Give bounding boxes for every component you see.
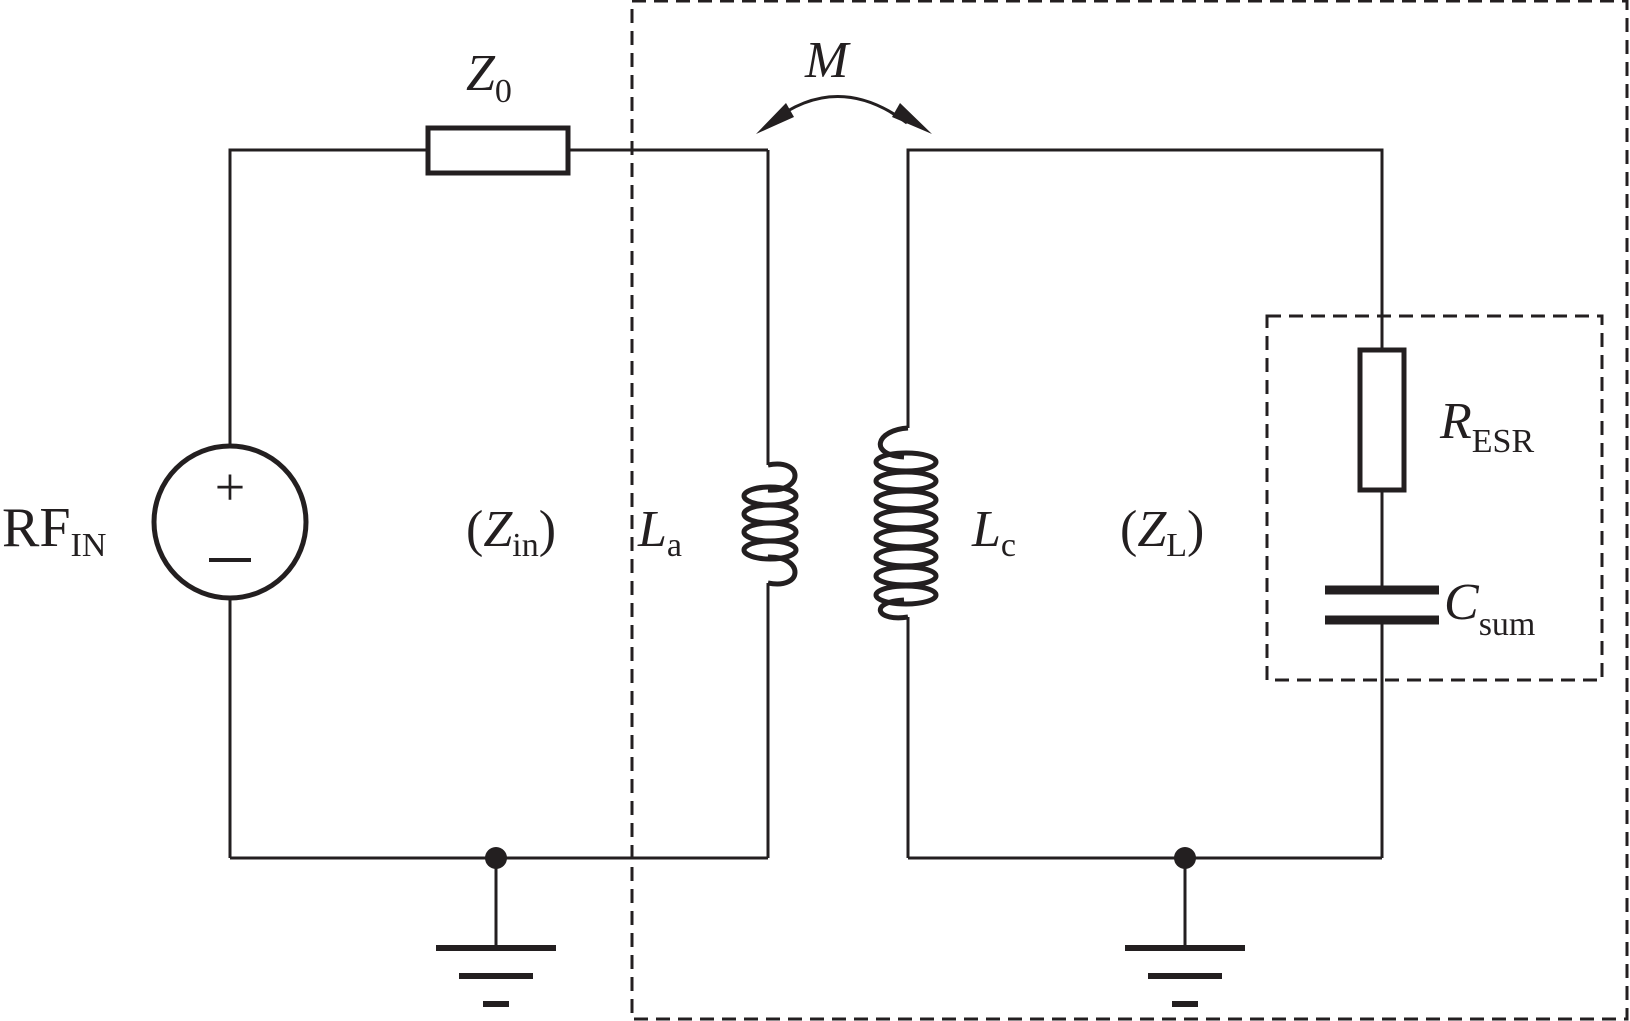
outer-dashed-box <box>630 0 1629 1021</box>
source-plus-label: + <box>215 457 245 517</box>
rf-source <box>151 443 309 601</box>
lc-label: Lc <box>971 501 1016 564</box>
primary-wire-top <box>228 148 428 445</box>
lc-coil <box>873 425 939 621</box>
csum-capacitor <box>1325 585 1439 625</box>
mutual-arrow-right-icon <box>892 103 932 134</box>
load-dashed-box <box>1265 314 1604 682</box>
zl-label: (ZL) <box>1120 501 1204 564</box>
source-label: RFIN <box>2 497 106 564</box>
la-label: La <box>637 501 682 564</box>
z0-label: Z0 <box>466 45 512 110</box>
secondary-wire-left-top <box>906 148 1384 428</box>
mutual-coupling-arc <box>769 95 908 125</box>
resr-label: RESR <box>1439 393 1534 460</box>
resr-resistor <box>1357 347 1407 493</box>
mutual-label: M <box>804 32 851 89</box>
csum-label: Csum <box>1444 574 1535 643</box>
zin-label: (Zin) <box>466 501 556 564</box>
la-coil <box>741 461 799 587</box>
mutual-arrow-left-icon <box>756 103 794 134</box>
ground-symbol-secondary <box>1125 945 1245 1007</box>
ground-symbol-primary <box>436 945 556 1007</box>
z0-resistor <box>425 125 571 176</box>
